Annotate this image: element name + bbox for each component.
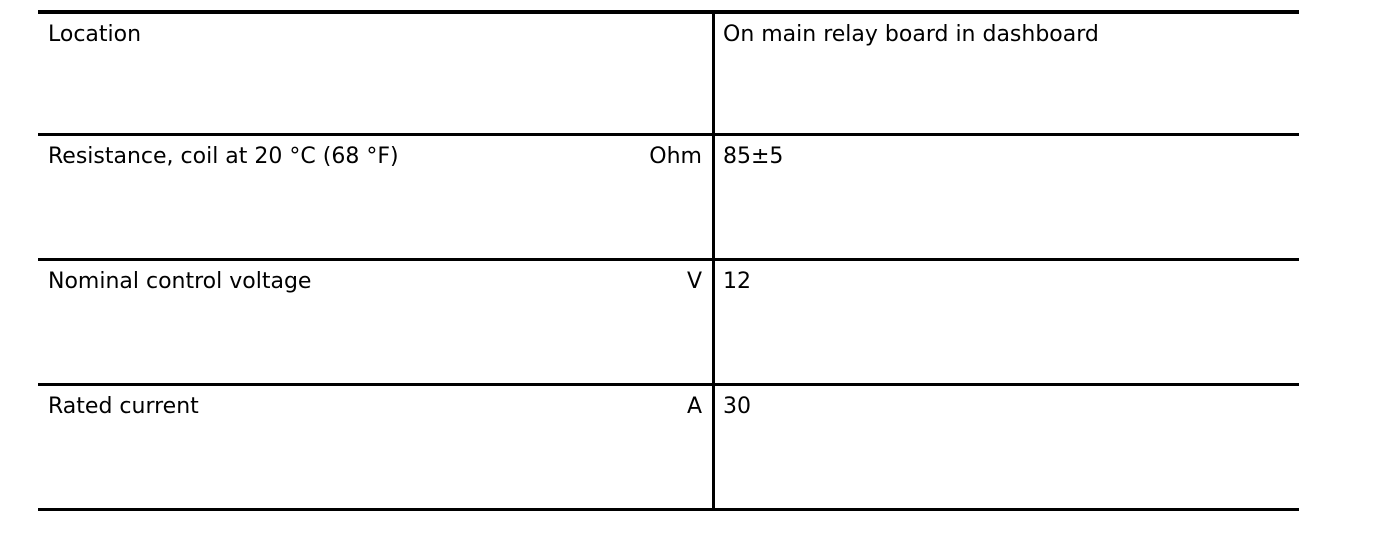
table-row: Rated current A 30	[38, 383, 1299, 508]
parameter-cell: Location	[38, 14, 712, 133]
value-cell: On main relay board in dashboard	[712, 14, 1299, 133]
table-row: Nominal control voltage V 12	[38, 258, 1299, 383]
unit-label: Ohm	[649, 144, 702, 169]
parameter-label: Location	[48, 22, 142, 47]
value-text: 30	[723, 394, 751, 419]
parameter-label: Resistance, coil at 20 °C (68 °F)	[48, 144, 399, 169]
parameter-cell: Resistance, coil at 20 °C (68 °F) Ohm	[38, 136, 712, 258]
parameter-cell: Nominal control voltage V	[38, 261, 712, 383]
unit-label: A	[686, 394, 702, 419]
spec-table: Location On main relay board in dashboar…	[38, 10, 1299, 511]
table-row: Resistance, coil at 20 °C (68 °F) Ohm 85…	[38, 133, 1299, 258]
table-row: Location On main relay board in dashboar…	[38, 14, 1299, 133]
value-text: On main relay board in dashboard	[723, 22, 1099, 47]
value-text: 85±5	[723, 144, 784, 169]
value-cell: 12	[712, 261, 1299, 383]
value-text: 12	[723, 269, 751, 294]
unit-label: V	[686, 269, 702, 294]
value-cell: 30	[712, 386, 1299, 508]
parameter-label: Rated current	[48, 394, 199, 419]
value-cell: 85±5	[712, 136, 1299, 258]
parameter-label: Nominal control voltage	[48, 269, 312, 294]
parameter-cell: Rated current A	[38, 386, 712, 508]
